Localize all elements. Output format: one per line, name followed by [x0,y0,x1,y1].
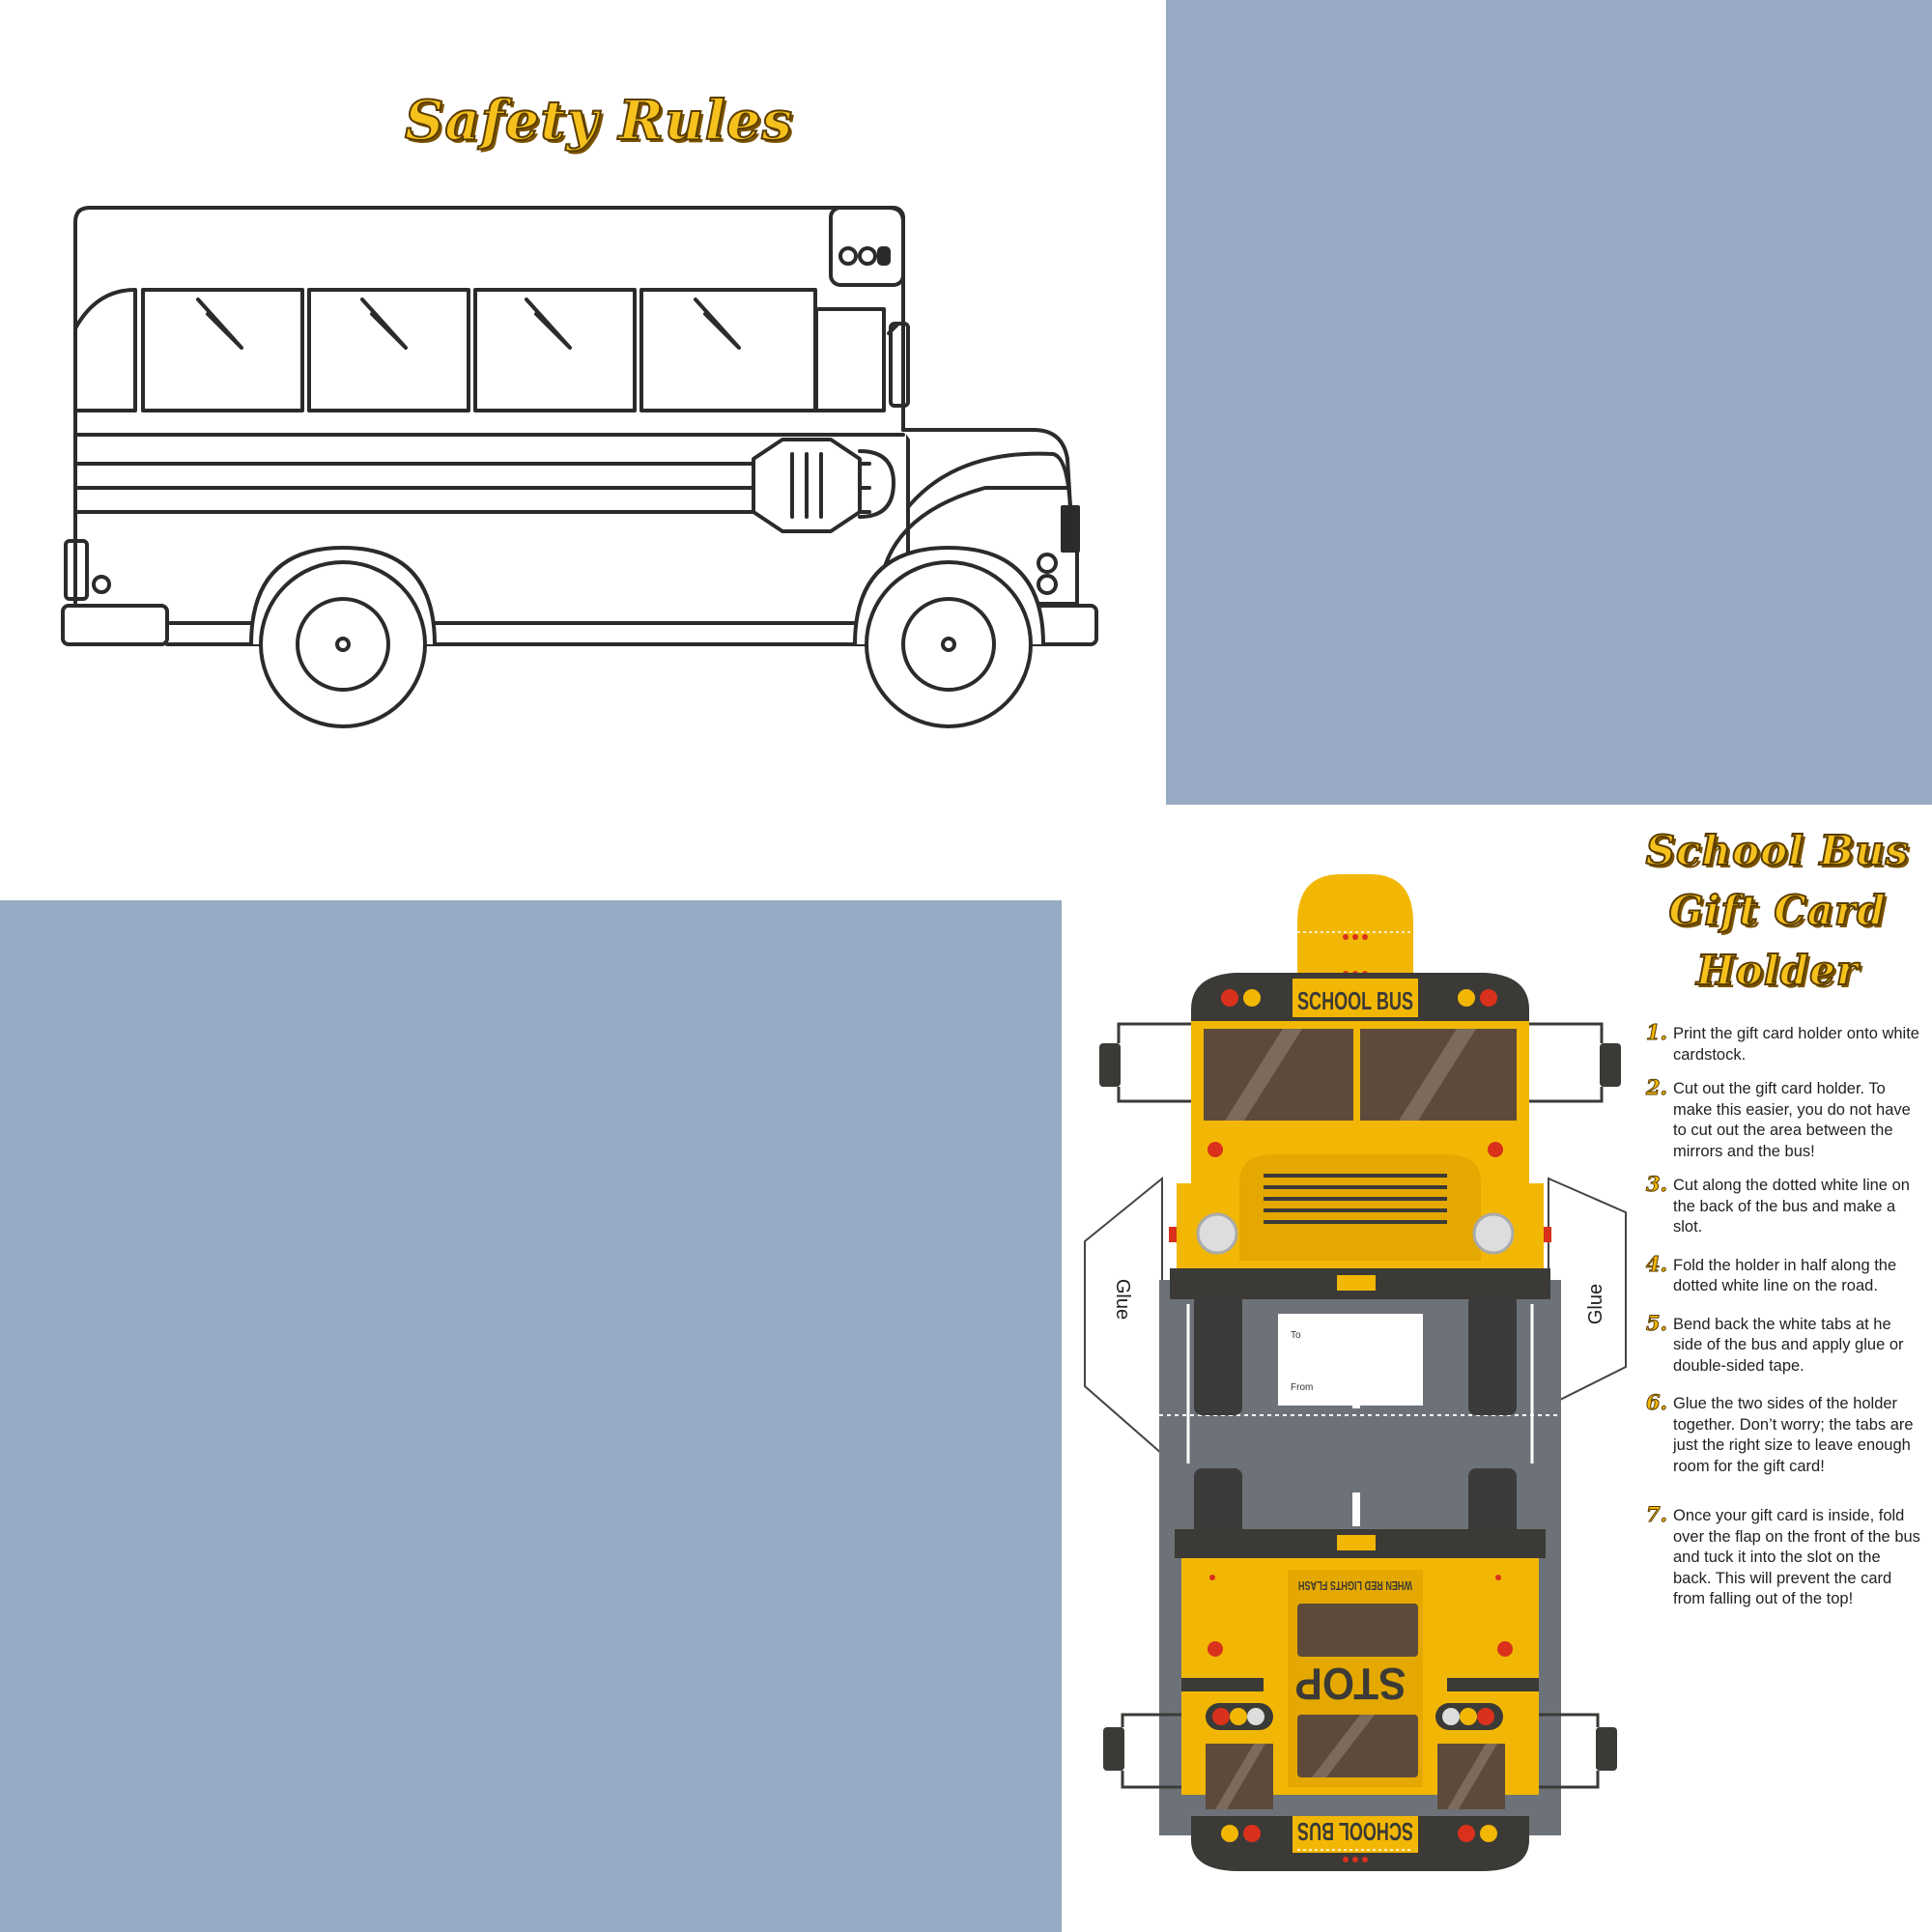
instruction-steps: 1.Print the gift card holder onto white … [1642,1020,1922,1610]
glue-label-right: Glue [1585,1284,1606,1324]
stop-text: STOP [1295,1659,1406,1709]
step-number: 7. [1646,1502,1668,1526]
safety-rules-title: Safety Rules [404,88,794,154]
step-text: Cut along the dotted white line on the b… [1673,1177,1910,1236]
step-text: Print the gift card holder onto white ca… [1673,1025,1919,1064]
step-text: Glue the two sides of the holder togethe… [1673,1395,1914,1475]
from-label: From [1291,1382,1313,1393]
step-number: 6. [1646,1390,1668,1414]
blue-panel-bottom-left [0,900,1062,1932]
step-item: 4.Fold the holder in half along the dott… [1642,1251,1922,1297]
step-text: Fold the holder in half along the dotted… [1673,1256,1897,1295]
gift-title-line-1: School Bus [1645,826,1910,875]
rear-sign-text: SCHOOL BUS [1297,1817,1413,1846]
step-item: 1.Print the gift card holder onto white … [1642,1020,1922,1065]
step-item: 3.Cut along the dotted white line on the… [1642,1172,1922,1238]
step-number: 3. [1646,1172,1668,1196]
step-item: 7.Once your gift card is inside, fold ov… [1642,1502,1922,1610]
step-number: 5. [1646,1310,1668,1335]
gift-title-line-3: Holder [1695,946,1859,995]
warning-text: WHEN RED LIGHTS FLASH [1298,1578,1412,1593]
step-item: 5.Bend back the white tabs at he side of… [1642,1310,1922,1378]
step-number: 4. [1646,1251,1668,1276]
coloring-bus-illustration [61,206,1098,728]
step-text: Cut out the gift card holder. To make th… [1673,1080,1911,1160]
step-item: 6.Glue the two sides of the holder toget… [1642,1390,1922,1477]
step-number: 2. [1646,1075,1668,1099]
front-sign-text: SCHOOL BUS [1297,986,1413,1015]
step-text: Bend back the white tabs at he side of t… [1673,1315,1904,1375]
gift-card-bus-template: Glue Glue To From SCHOOL BUS [1084,874,1627,1871]
step-item: 2.Cut out the gift card holder. To make … [1642,1075,1922,1162]
gift-title-line-2: Gift Card [1667,886,1887,935]
to-label: To [1291,1330,1301,1341]
blue-panel-top-right [1166,0,1932,805]
to-from-card [1278,1314,1423,1406]
step-text: Once your gift card is inside, fold over… [1673,1507,1920,1607]
glue-label-left: Glue [1112,1279,1133,1320]
step-number: 1. [1646,1020,1668,1044]
